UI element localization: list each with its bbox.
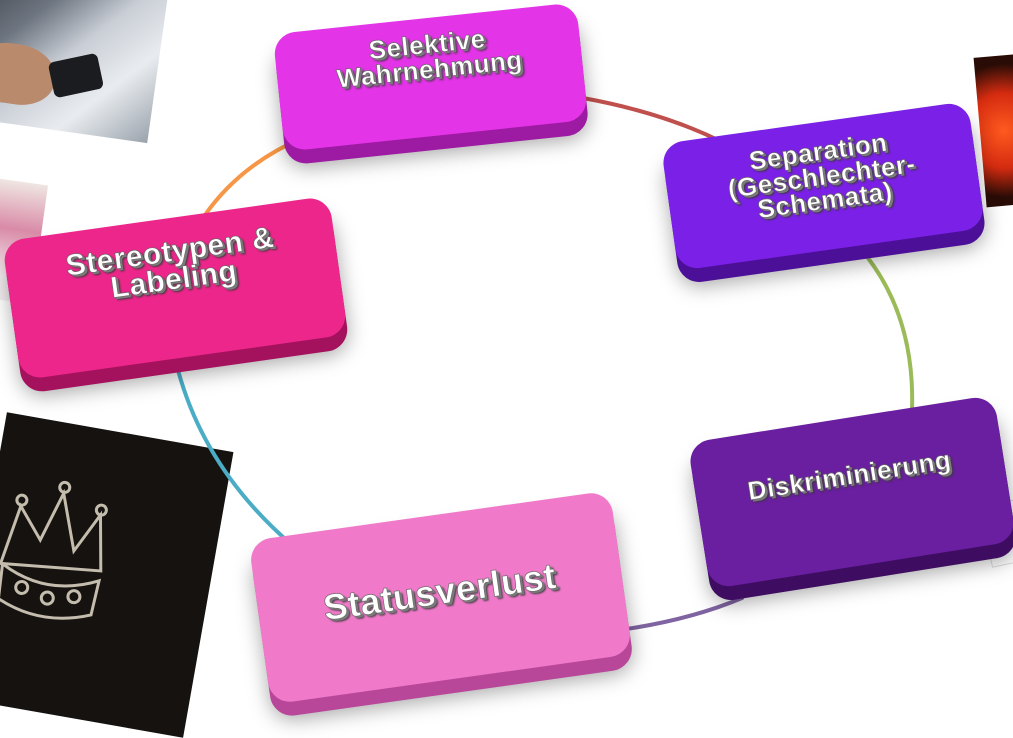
crown-icon <box>0 480 108 620</box>
connector-diskriminierung-statusverlust <box>618 596 744 632</box>
photo-crown-bottom-left <box>0 412 234 738</box>
connector-separation-diskriminierung <box>866 256 915 412</box>
connector-selektive-separation <box>581 96 720 142</box>
connector-statusverlust-stereotypen <box>176 368 294 547</box>
connector-stereotypen-selektive <box>203 136 304 217</box>
cycle-connectors <box>176 96 915 632</box>
